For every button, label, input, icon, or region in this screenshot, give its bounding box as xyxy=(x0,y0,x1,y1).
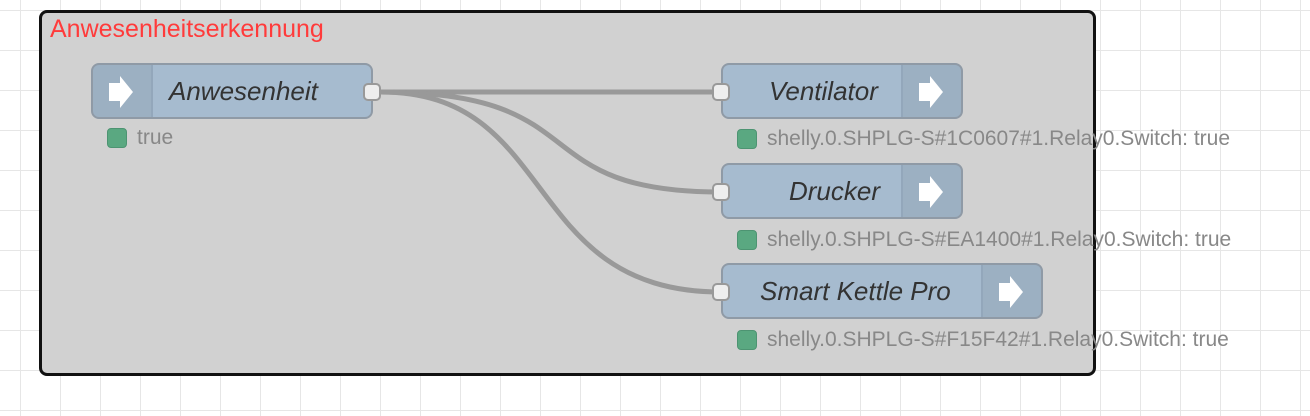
node-smart-kettle-pro[interactable]: Smart Kettle Pro xyxy=(721,263,1043,319)
node-icon-area xyxy=(981,265,1041,317)
node-label: Anwesenheit xyxy=(169,75,318,106)
arrow-right-icon xyxy=(109,76,133,108)
input-port[interactable] xyxy=(712,183,730,201)
arrow-right-icon xyxy=(999,276,1023,308)
node-status-anwesenheit: true xyxy=(107,126,173,150)
node-ventilator[interactable]: Ventilator xyxy=(721,63,963,119)
status-dot xyxy=(737,230,757,250)
node-status-kettle: shelly.0.SHPLG-S#F15F42#1.Relay0.Switch:… xyxy=(737,328,1229,352)
node-label: Smart Kettle Pro xyxy=(760,275,951,306)
node-icon-area xyxy=(93,65,153,117)
group-label: Anwesenheitserkennung xyxy=(50,15,324,43)
input-port[interactable] xyxy=(712,283,730,301)
status-text: shelly.0.SHPLG-S#1C0607#1.Relay0.Switch:… xyxy=(767,127,1231,150)
node-icon-area xyxy=(901,165,961,217)
node-anwesenheit[interactable]: Anwesenheit xyxy=(91,63,373,119)
output-port[interactable] xyxy=(363,83,381,101)
node-drucker[interactable]: Drucker xyxy=(721,163,963,219)
status-dot xyxy=(107,128,127,148)
node-label: Drucker xyxy=(789,175,881,206)
node-label: Ventilator xyxy=(769,75,878,106)
status-text: true xyxy=(137,126,174,149)
node-status-ventilator: shelly.0.SHPLG-S#1C0607#1.Relay0.Switch:… xyxy=(737,127,1230,151)
status-dot xyxy=(737,129,757,149)
node-icon-area xyxy=(901,65,961,117)
arrow-right-icon xyxy=(919,76,943,108)
node-status-drucker: shelly.0.SHPLG-S#EA1400#1.Relay0.Switch:… xyxy=(737,228,1231,252)
arrow-right-icon xyxy=(919,176,943,208)
status-text: shelly.0.SHPLG-S#F15F42#1.Relay0.Switch:… xyxy=(767,328,1229,351)
status-dot xyxy=(737,330,757,350)
status-text: shelly.0.SHPLG-S#EA1400#1.Relay0.Switch:… xyxy=(767,228,1232,251)
input-port[interactable] xyxy=(712,83,730,101)
